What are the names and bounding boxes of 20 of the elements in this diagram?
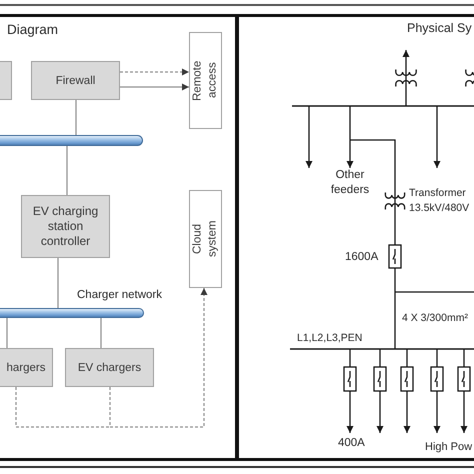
connector-line: [66, 146, 68, 196]
bus-label: Charger network: [77, 288, 162, 302]
system-box: Cloud system: [189, 190, 222, 288]
process-box: hargers: [0, 348, 53, 387]
diagram-panel: [0, 14, 237, 461]
process-box: EV charging station controller: [21, 195, 110, 258]
feeder-label: High Pow: [425, 440, 472, 454]
process-box: Firewall: [31, 61, 120, 100]
process-box: [0, 61, 12, 100]
arrow: [120, 84, 190, 90]
dashed-line: [16, 386, 110, 428]
rating-label: 400A: [338, 436, 365, 450]
panel-title: Diagram: [7, 22, 58, 38]
process-box: EV chargers: [65, 348, 154, 387]
dashed-arrow: [120, 68, 190, 76]
system-box: Remote access: [189, 32, 222, 129]
panel-title: Physical Sy: [407, 20, 472, 36]
connector-line: [6, 318, 8, 348]
network-bus: [0, 135, 143, 146]
connector-line: [100, 318, 102, 348]
